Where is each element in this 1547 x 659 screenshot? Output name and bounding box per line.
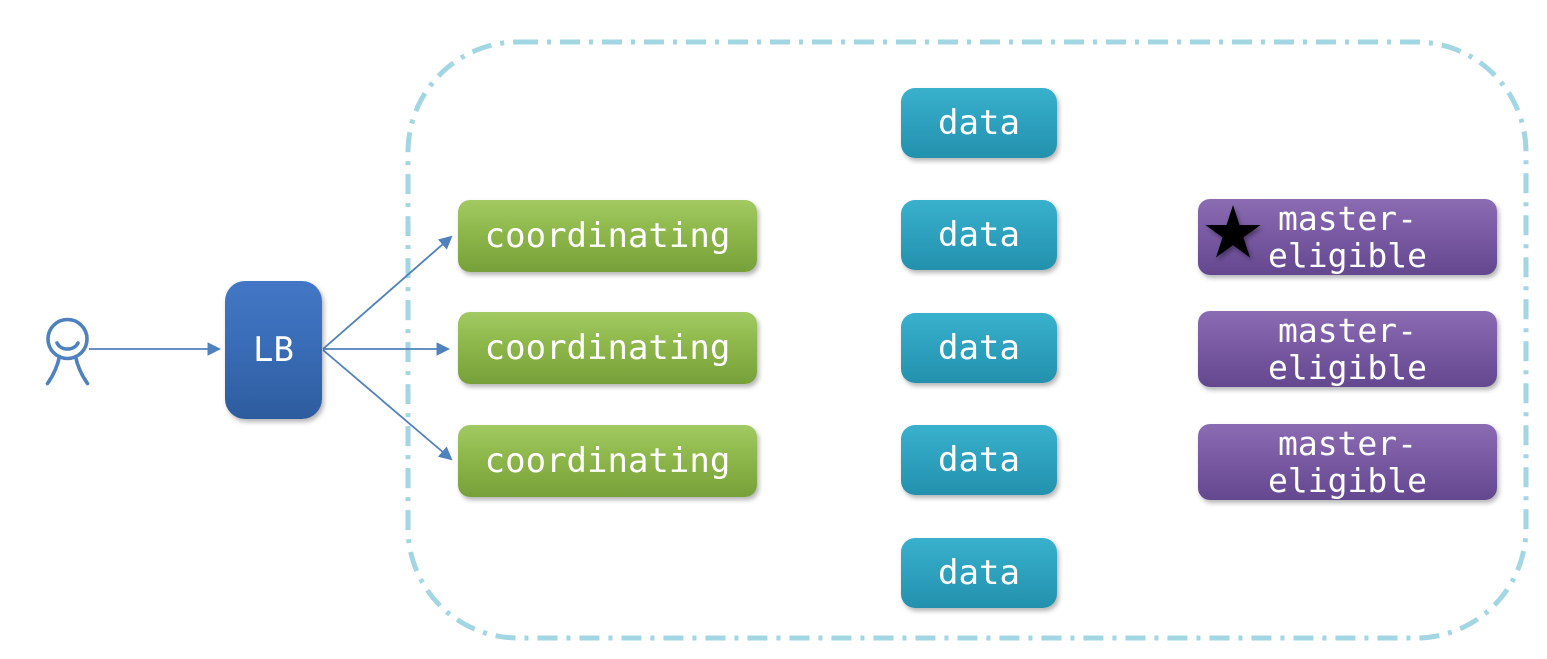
- master-eligible-node: master- eligible: [1198, 311, 1497, 387]
- master-eligible-node-elected: master- eligible: [1198, 199, 1497, 275]
- data-node: data: [901, 538, 1057, 608]
- data-node: data: [901, 200, 1057, 270]
- master-node-label: master- eligible: [1268, 311, 1427, 387]
- load-balancer-node: LB: [225, 281, 322, 419]
- master-node-label: master- eligible: [1268, 424, 1427, 500]
- coordinating-node: coordinating: [458, 200, 757, 272]
- cluster-boundary: [405, 39, 1529, 641]
- coordinating-node: coordinating: [458, 312, 757, 384]
- elected-master-star-icon: [1200, 202, 1264, 266]
- arrow-lb-to-coordinating-1: [322, 235, 453, 350]
- coordinating-node: coordinating: [458, 425, 757, 497]
- arrow-lb-to-coordinating-3: [322, 349, 453, 461]
- data-node: data: [901, 88, 1057, 158]
- master-eligible-node: master- eligible: [1198, 424, 1497, 500]
- master-node-label: master- eligible: [1268, 199, 1427, 275]
- data-node: data: [901, 313, 1057, 383]
- person-icon: [45, 317, 90, 386]
- data-node: data: [901, 425, 1057, 495]
